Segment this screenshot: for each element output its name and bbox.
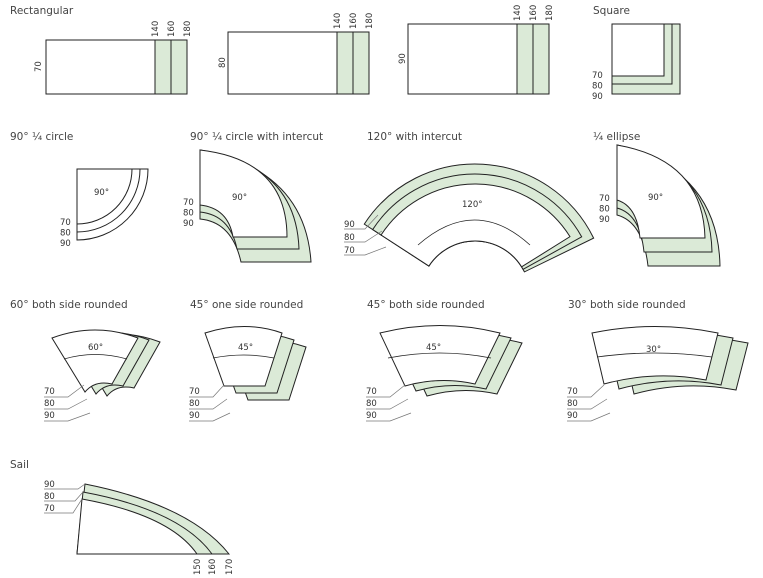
size-label: 70	[189, 387, 200, 397]
leader-line	[366, 412, 412, 422]
size-label: 80	[60, 229, 71, 239]
one-side-45: 45°	[204, 326, 307, 401]
length-label: 140	[333, 13, 343, 29]
length-label: 180	[545, 5, 555, 21]
quarter-ellipse: 90° 70 80 90	[599, 144, 721, 267]
leader-line	[189, 398, 228, 410]
sail: 90 80 70 150 160 170	[44, 480, 235, 575]
leader-line	[344, 214, 379, 230]
title-sail: Sail	[10, 459, 29, 471]
title-quarter-circle: 90° ¼ circle	[10, 131, 73, 143]
length-label: 160	[529, 5, 539, 21]
title-45-one-side: 45° one side rounded	[190, 299, 303, 311]
length-label: 180	[365, 13, 375, 29]
size-label: 90	[183, 219, 194, 229]
size-label: 90	[366, 411, 377, 421]
size-label: 70	[44, 387, 55, 397]
rect-90: 90	[398, 23, 550, 95]
width-label: 80	[218, 57, 228, 68]
title-60-rounded: 60° both side rounded	[10, 299, 128, 311]
size-label: 70	[344, 246, 355, 256]
size-label: 80	[599, 205, 610, 215]
leader-line	[567, 398, 608, 410]
angle-label: 90°	[94, 188, 109, 198]
leader-line	[567, 412, 611, 422]
leader-line	[366, 398, 409, 410]
angle-label: 120°	[462, 200, 482, 210]
size-label: 80	[366, 399, 377, 409]
size-label: 90	[44, 411, 55, 421]
square: 70 80 90	[592, 23, 681, 102]
title-45-rounded: 45° both side rounded	[367, 299, 485, 311]
table-band	[380, 183, 571, 268]
leader-line	[189, 384, 225, 398]
size-label: 80	[344, 233, 355, 243]
leader-line	[44, 398, 88, 410]
size-label: 70	[44, 504, 55, 514]
size-label: 80	[592, 82, 603, 92]
intercut-120: 120° 90 80 70	[344, 163, 595, 273]
leader-line	[44, 412, 91, 422]
size-label: 80	[189, 399, 200, 409]
size-label: 70	[592, 71, 603, 81]
rect-80: 80	[218, 31, 370, 95]
leader-line	[189, 412, 231, 422]
quarter-intercut: 90° 70 80 90	[183, 149, 312, 263]
quarter-circle: 90° 70 80 90	[60, 168, 149, 249]
length-label: 150	[193, 559, 203, 575]
size-label: 90	[189, 411, 200, 421]
length-label: 170	[225, 559, 235, 575]
rect-70: 70	[34, 39, 188, 95]
leader-line	[344, 246, 387, 256]
angle-label: 60°	[88, 343, 103, 353]
title-30-rounded: 30° both side rounded	[568, 299, 686, 311]
title-quarter-intercut: 90° ¼ circle with intercut	[190, 131, 323, 143]
angle-label: 30°	[646, 345, 661, 355]
angle-label: 45°	[426, 343, 441, 353]
rounded-60: 60°	[51, 329, 161, 397]
rounded-30: 30°	[591, 326, 749, 395]
title-quarter-ellipse: ¼ ellipse	[593, 131, 640, 143]
leader-line	[567, 384, 605, 398]
size-label: 80	[44, 492, 55, 502]
width-label: 90	[398, 53, 408, 64]
length-label: 140	[151, 21, 161, 37]
size-label: 80	[183, 209, 194, 219]
size-label: 90	[44, 480, 55, 490]
rounded-size-labels: 70 80 90 70 80 90 70 80 90 70 80 90	[44, 384, 611, 422]
length-label: 180	[183, 21, 193, 37]
title-rectangular: Rectangular	[10, 5, 74, 17]
length-label: 160	[167, 21, 177, 37]
width-label: 70	[34, 61, 44, 72]
angle-arc	[417, 219, 531, 246]
size-label: 90	[599, 215, 610, 225]
size-label: 90	[567, 411, 578, 421]
length-label: 160	[349, 13, 359, 29]
angle-label: 90°	[648, 193, 663, 203]
length-label: 140	[513, 5, 523, 21]
size-label: 80	[44, 399, 55, 409]
size-label: 80	[567, 399, 578, 409]
angle-label: 90°	[232, 193, 247, 203]
leader-line	[344, 230, 383, 243]
size-label: 70	[567, 387, 578, 397]
size-label: 90	[344, 220, 355, 230]
size-label: 70	[366, 387, 377, 397]
length-label: 160	[208, 559, 218, 575]
size-label: 70	[183, 198, 194, 208]
angle-label: 45°	[238, 343, 253, 353]
rect-length-labels: 140 160 180 140 160 180 140 160 180	[151, 5, 555, 37]
rounded-45: 45°	[379, 325, 523, 397]
size-label: 70	[599, 194, 610, 204]
leader-line	[44, 384, 85, 398]
title-square: Square	[593, 5, 630, 17]
size-label: 90	[60, 239, 71, 249]
size-label: 90	[592, 92, 603, 102]
size-label: 70	[60, 218, 71, 228]
title-120-intercut: 120° with intercut	[367, 131, 462, 143]
leader-line	[366, 384, 406, 398]
